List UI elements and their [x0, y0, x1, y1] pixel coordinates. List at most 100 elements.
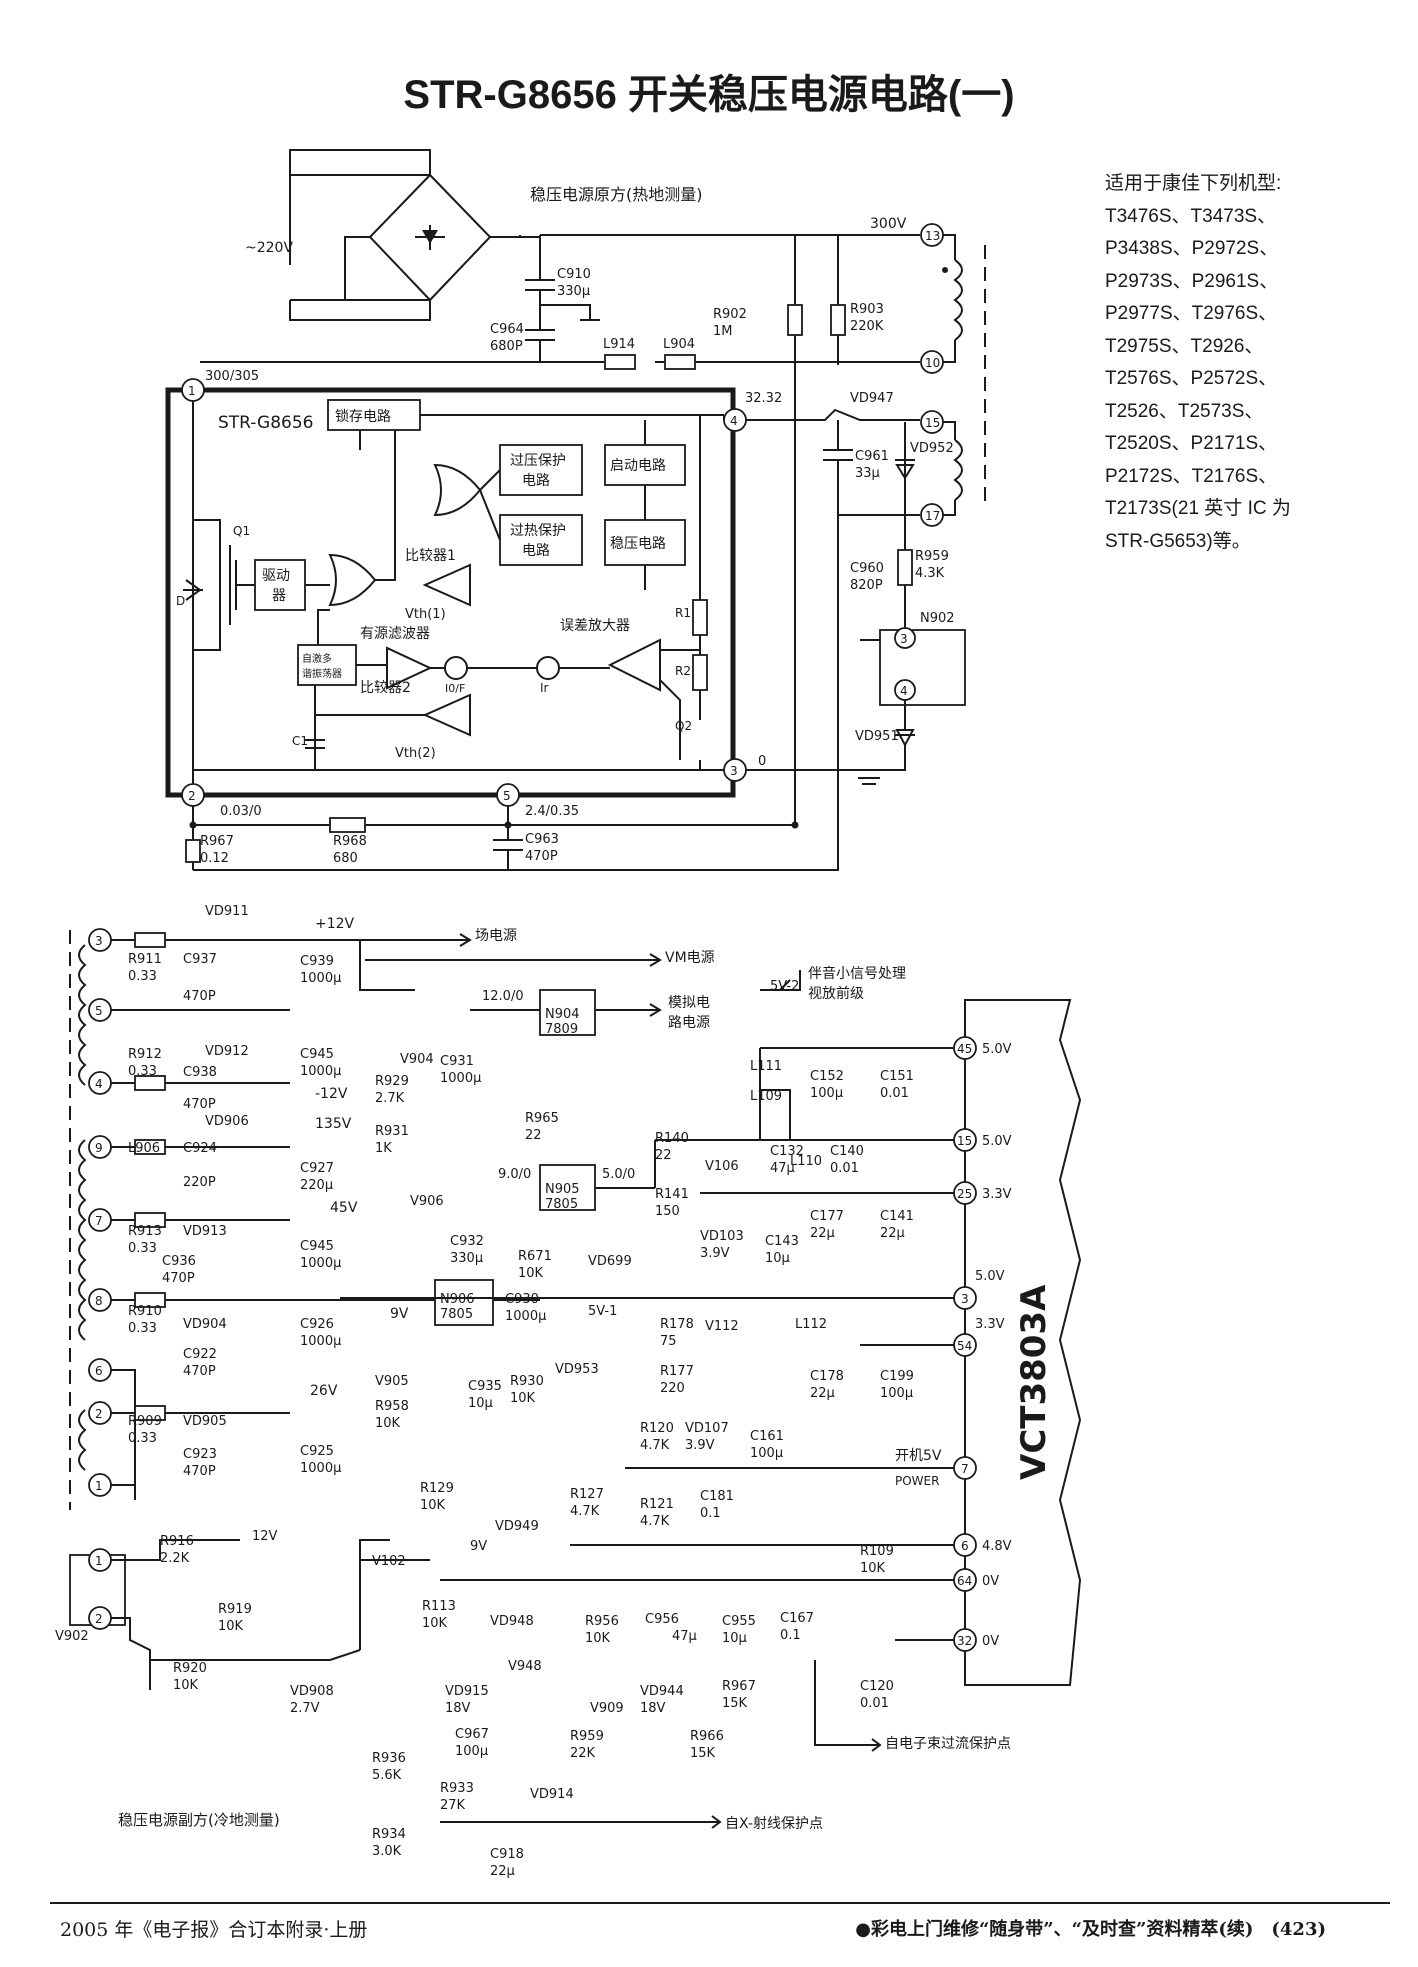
secondary-part-label: V112: [705, 1319, 739, 1334]
secondary-part-label: VD949: [495, 1519, 539, 1534]
driver-label: 驱动: [262, 568, 290, 584]
vct-pin-label: 3: [961, 1292, 969, 1306]
rail-label: 5.0/0: [602, 1167, 635, 1182]
secondary-part-label: VD908: [290, 1684, 334, 1699]
model-line: T2173S(21 英寸 IC 为: [1105, 498, 1291, 519]
secondary-part-labels: VD911R9110.33C937470PC9391000μVD912R9120…: [55, 904, 914, 1879]
secondary-part-label: V106: [705, 1159, 739, 1174]
secondary-part-label: 100μ: [880, 1386, 913, 1401]
secondary-part-label: 10μ: [765, 1251, 790, 1266]
secondary-part-label: 22μ: [810, 1226, 835, 1241]
primary-winding: [953, 259, 963, 341]
model-line: T2975S、T2926、: [1105, 335, 1264, 357]
footer-right: ●彩电上门维修“随身带”、“及时查”资料精萃(续) (423): [855, 1919, 1326, 1940]
secondary-part-label: 27K: [440, 1798, 466, 1813]
c961-value: 33μ: [855, 466, 880, 481]
latch-label: 锁存电路: [335, 409, 391, 425]
secondary-part-label: 10K: [375, 1416, 401, 1431]
sec-pin-label: 6: [95, 1364, 103, 1378]
secondary-part-label: C945: [300, 1047, 334, 1062]
trafo-pin-label: 10: [925, 356, 940, 370]
secondary-part-label: VD699: [588, 1254, 632, 1269]
trafo-pin-label: 17: [925, 509, 940, 523]
secondary-part-label: 3.0K: [372, 1844, 402, 1859]
c910-value: 330μ: [557, 284, 590, 299]
secondary-part-label: 15K: [690, 1746, 716, 1761]
secondary-part-label: 47μ: [770, 1161, 795, 1176]
vct-pin-voltage: 4.8V: [982, 1539, 1012, 1554]
comparator-2: [422, 693, 471, 737]
rail-label: 45V: [330, 1200, 358, 1216]
secondary-part-label: VD911: [205, 904, 249, 919]
secondary-part-label: L112: [795, 1317, 827, 1332]
r902-value: 1M: [713, 324, 733, 339]
ac-input-label: ~220V: [245, 240, 293, 256]
secondary-part-label: 1000μ: [300, 1064, 341, 1079]
page-title: STR-G8656 开关稳压电源电路(一): [403, 73, 1015, 117]
secondary-part-label: L110: [790, 1154, 822, 1169]
secondary-part-label: 10K: [860, 1561, 886, 1576]
footer-left: 2005 年《电子报》合订本附录·上册: [60, 1919, 368, 1941]
circuit-diagram: 稳压电源原方(热地测量) ~220V 300V 13 C910 330μ C96…: [55, 149, 1082, 1879]
vd951-label: VD951: [855, 729, 899, 744]
r903-resistor: [830, 304, 846, 336]
vd947-label: VD947: [850, 391, 894, 406]
model-line: T2576S、P2572S、: [1105, 368, 1278, 389]
r1-label: R1: [675, 606, 691, 620]
secondary-part-label: 470P: [183, 989, 216, 1004]
secondary-part-label: R671: [518, 1249, 552, 1264]
secondary-part-label: 2.7K: [375, 1091, 405, 1106]
secondary-part-label: C177: [810, 1209, 844, 1224]
secondary-part-label: 7805: [545, 1197, 578, 1212]
secondary-part-label: C181: [700, 1489, 734, 1504]
secondary-part-label: C120: [860, 1679, 894, 1694]
secondary-part-label: C143: [765, 1234, 799, 1249]
model-line: P2973S、P2961S、: [1105, 270, 1279, 292]
secondary-part-label: C918: [490, 1847, 524, 1862]
secondary-part-label: 4.7K: [640, 1438, 670, 1453]
secondary-part-label: 100μ: [750, 1446, 783, 1461]
secondary-part-label: 1000μ: [300, 1256, 341, 1271]
secondary-part-label: C923: [183, 1447, 217, 1462]
secondary-part-label: 10K: [422, 1616, 448, 1631]
vct-pin-voltage: 0V: [982, 1634, 999, 1649]
secondary-part-label: 15K: [722, 1696, 748, 1711]
model-list-heading: 适用于康佳下列机型:: [1105, 173, 1282, 194]
secondary-part-label: VD904: [183, 1317, 227, 1332]
model-line: T2526、T2573S、: [1105, 400, 1264, 422]
rail-label: 9V: [390, 1306, 409, 1322]
secondary-part-label: C199: [880, 1369, 914, 1384]
r903-value: 220K: [850, 319, 884, 334]
secondary-part-label: C924: [183, 1141, 217, 1156]
rail-label: 视放前级: [808, 985, 864, 1002]
ic-pin: 3: [730, 764, 738, 778]
secondary-part-label: 10K: [585, 1631, 611, 1646]
ic-name: STR-G8656: [218, 413, 314, 433]
secondary-part-label: C956: [645, 1612, 679, 1627]
power-label: POWER: [895, 1474, 939, 1488]
voltage-24-035: 2.4/0.35: [525, 804, 579, 819]
ovp-label: 电路: [522, 473, 550, 489]
vct-pin-label: 64: [957, 1574, 972, 1588]
sec-pin-label: 1: [95, 1479, 103, 1493]
secondary-part-label: R958: [375, 1399, 409, 1414]
secondary-part-label: C140: [830, 1144, 864, 1159]
secondary-part-label: 470P: [183, 1364, 216, 1379]
vct-ic-label: VCT3803A: [1014, 1284, 1054, 1480]
secondary-part-label: 22μ: [490, 1864, 515, 1879]
vct-pin-label: 45: [957, 1042, 972, 1056]
r967-value: 0.12: [200, 851, 229, 866]
secondary-part-label: 22: [525, 1128, 542, 1143]
reg-block: [604, 519, 686, 566]
str-g8656-ic: [165, 387, 736, 798]
rail-label: 9.0/0: [498, 1167, 531, 1182]
secondary-part-label: C141: [880, 1209, 914, 1224]
secondary-part-label: R129: [420, 1481, 454, 1496]
sec-pin-label: 8: [95, 1294, 103, 1308]
secondary-part-label: 4.7K: [570, 1504, 600, 1519]
comparator-1-label: 比较器1: [405, 548, 456, 564]
secondary-part-label: C151: [880, 1069, 914, 1084]
secondary-part-label: 47μ: [672, 1629, 697, 1644]
or-gate-1: [433, 463, 482, 517]
d-label: D: [176, 594, 185, 608]
